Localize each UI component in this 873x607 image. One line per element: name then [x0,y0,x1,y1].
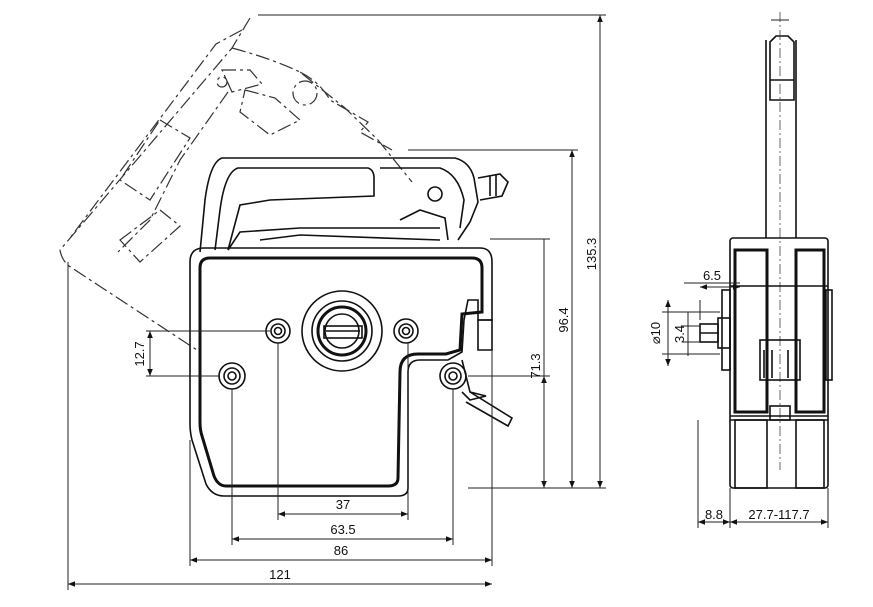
side-lever [765,12,797,470]
dim-flange-thickness: 8.8 [705,507,723,522]
lever-closed [199,157,509,253]
side-view: 6.5 ⌀10 3.4 8.8 27.7-117.7 [648,12,833,528]
dimension-lines [68,15,603,587]
dim-shaft-diameter: ⌀10 [648,322,663,344]
front-view: 37 63.5 86 121 12.7 71.3 96.4 135.3 [59,14,606,590]
dim-flat-width: 3.4 [672,325,687,343]
dim-body-height: 96.4 [556,307,571,332]
side-dimension-lines [662,282,829,528]
extension-lines [67,14,606,590]
side-body-stack [729,237,833,489]
dim-overall-width: 121 [269,567,291,582]
lever-open-phantom [59,17,413,353]
dim-body-width: 86 [334,543,348,558]
dim-stack-range: 27.7-117.7 [748,507,809,522]
side-shaft [699,289,731,371]
rotor-hub [301,290,383,372]
dim-hole-height: 71.3 [528,353,543,378]
dim-hole-pitch-inner: 37 [336,497,350,512]
dim-hole-pitch-outer: 63.5 [330,522,355,537]
mount-hole-upper-right [393,318,419,344]
dim-boss-length: 6.5 [703,268,721,283]
dim-hole-offset-vertical: 12.7 [132,341,147,366]
dim-overall-height: 135.3 [584,238,599,271]
mount-hole-lower-left [218,362,246,390]
mount-hole-lower-right [439,362,467,390]
